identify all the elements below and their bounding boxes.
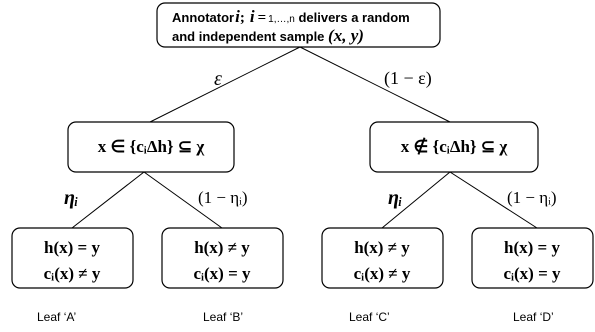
root-sample-pair: (x, y)	[328, 26, 364, 45]
leaf-a-node: h(x) = y cᵢ(x) ≠ y	[11, 227, 134, 289]
edge-label-eta-right: ηᵢ	[388, 187, 402, 209]
mid-node-right-expression: x ∉ {cᵢΔh} ⊆ χ	[401, 137, 508, 156]
leaf-a-caption: Leaf ‘A’	[37, 310, 76, 324]
edge-root-left	[149, 46, 301, 123]
edge-left-leafA	[71, 171, 145, 229]
edge-left-leafB	[143, 171, 223, 229]
leaf-b-caption: Leaf ‘B’	[203, 310, 243, 324]
root-equals: =	[258, 10, 267, 26]
root-annotator-label: Annotator	[172, 10, 234, 25]
edge-label-epsilon: ε	[214, 68, 222, 90]
root-line1-text: delivers a random	[295, 10, 410, 25]
mid-node-left-expression: x ∈ {cᵢΔh} ⊆ χ	[98, 137, 205, 156]
root-range: 1,…,n	[268, 14, 295, 25]
svg-text:and independent sample (x, y): and independent sample (x, y)	[172, 26, 364, 45]
root-node: Annotatori;i=1,…,n delivers a random and…	[156, 2, 441, 48]
edge-right-leafD	[449, 171, 538, 229]
edge-root-right	[299, 46, 451, 123]
leaf-d-caption: Leaf ‘D’	[513, 310, 554, 324]
mid-node-left: x ∈ {cᵢΔh} ⊆ χ	[67, 121, 235, 173]
root-index-var: i	[235, 7, 240, 26]
leaf-b-line1: h(x) ≠ y	[194, 238, 250, 257]
root-separator: ;	[240, 10, 245, 26]
root-index-var-2: i	[250, 7, 255, 26]
leaf-a-line2: cᵢ(x) ≠ y	[44, 264, 101, 283]
leaf-d-line2: cᵢ(x) = y	[503, 264, 561, 283]
mid-node-right: x ∉ {cᵢΔh} ⊆ χ	[369, 121, 539, 173]
leaf-c-line1: h(x) ≠ y	[354, 238, 410, 257]
leaf-b-line2: cᵢ(x) = y	[193, 264, 251, 283]
leaf-a-line1: h(x) = y	[44, 238, 100, 257]
leaf-b-node: h(x) ≠ y cᵢ(x) = y	[161, 227, 284, 289]
edge-label-one-minus-eta-right: (1 − ηᵢ)	[507, 188, 557, 207]
leaf-d-line1: h(x) = y	[504, 238, 560, 257]
edge-label-one-minus-epsilon: (1 − ε)	[384, 68, 432, 89]
edge-right-leafC	[381, 171, 451, 229]
leaf-d-node: h(x) = y cᵢ(x) = y	[471, 227, 594, 289]
leaf-c-node: h(x) ≠ y cᵢ(x) ≠ y	[321, 227, 444, 289]
leaf-c-line2: cᵢ(x) ≠ y	[354, 264, 411, 283]
edge-label-one-minus-eta-left: (1 − ηᵢ)	[198, 188, 248, 207]
root-line2-text: and independent sample	[172, 29, 328, 44]
svg-text:Annotatori;i=1,…,n delivers a: Annotatori;i=1,…,n delivers a random	[172, 7, 410, 26]
leaf-c-caption: Leaf ‘C’	[349, 310, 390, 324]
edge-label-eta-left: ηᵢ	[64, 187, 78, 209]
